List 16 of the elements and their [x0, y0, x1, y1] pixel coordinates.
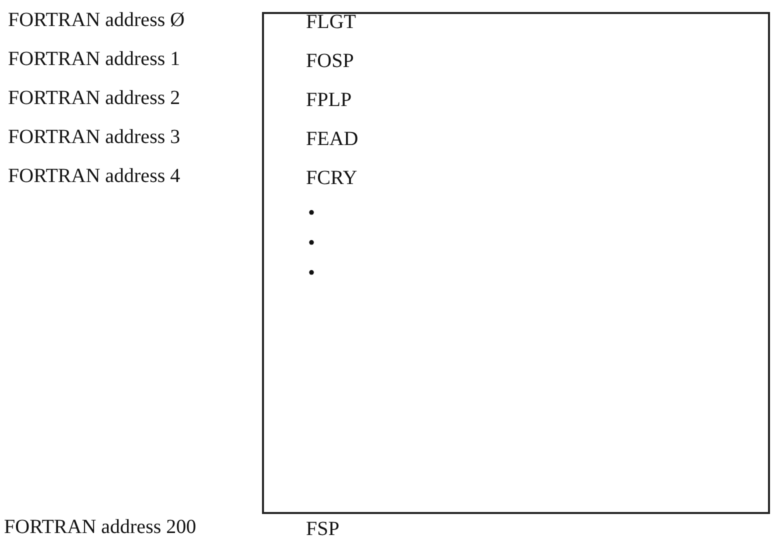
register-name: FEAD	[306, 128, 358, 150]
register-name: FPLP	[306, 89, 352, 111]
memory-block	[262, 12, 770, 514]
ellipsis-dot: •	[308, 232, 316, 254]
address-label: FORTRAN address 4	[8, 165, 180, 187]
address-label: FORTRAN address 1	[8, 48, 180, 70]
ellipsis-dot: •	[308, 202, 316, 224]
ellipsis-dot: •	[308, 262, 316, 284]
address-label: FORTRAN address Ø	[8, 9, 185, 31]
address-label: FORTRAN address 2	[8, 87, 180, 109]
register-name: FLGT	[306, 11, 356, 33]
register-name: FSP	[306, 518, 340, 540]
register-name: FCRY	[306, 167, 358, 189]
register-name: FOSP	[306, 50, 354, 72]
address-label: FORTRAN address 200	[4, 516, 196, 538]
address-label: FORTRAN address 3	[8, 126, 180, 148]
